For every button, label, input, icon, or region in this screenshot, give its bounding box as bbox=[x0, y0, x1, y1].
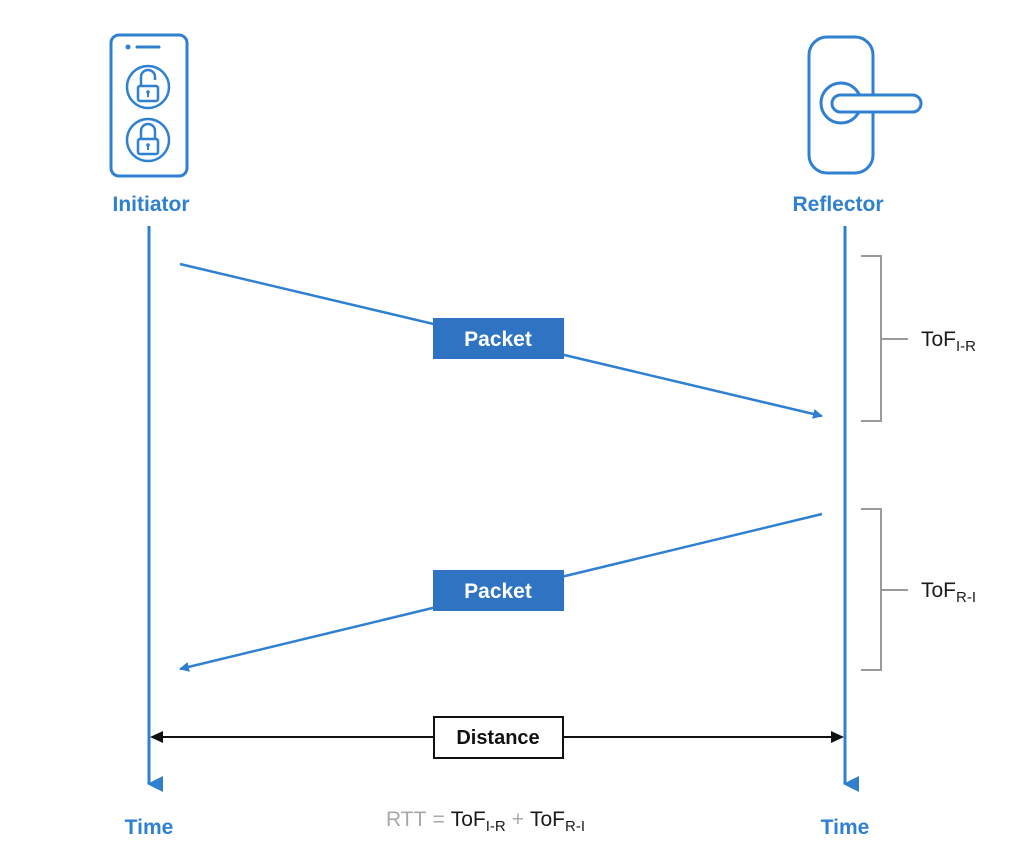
packet-badge: Packet bbox=[433, 318, 564, 359]
distance-box: Distance bbox=[433, 716, 564, 759]
distance-label: Distance bbox=[456, 727, 539, 749]
tof-ri-label: ToFR-I bbox=[921, 579, 976, 606]
locked-padlock-icon bbox=[125, 117, 171, 163]
tof-ir-label: ToFI-R bbox=[921, 328, 976, 355]
tof-ir-bracket bbox=[861, 255, 908, 422]
packet-label: Packet bbox=[464, 328, 532, 351]
initiator-time-label: Time bbox=[125, 816, 174, 839]
reflector-time-label: Time bbox=[821, 816, 870, 839]
rtt-formula: RTT=ToFI-R+ToFR-I bbox=[386, 808, 585, 835]
packet-label: Packet bbox=[464, 580, 532, 603]
reflector-label: Reflector bbox=[792, 193, 883, 216]
tof-ri-bracket bbox=[861, 508, 908, 671]
door-handle-icon bbox=[807, 35, 923, 175]
packet-badge: Packet bbox=[433, 570, 564, 611]
initiator-label: Initiator bbox=[113, 193, 190, 216]
distance-arrowhead-left bbox=[150, 731, 163, 743]
smartphone-lock-icon bbox=[109, 33, 189, 178]
unlocked-padlock-icon bbox=[125, 64, 171, 110]
distance-arrowhead-right bbox=[831, 731, 844, 743]
